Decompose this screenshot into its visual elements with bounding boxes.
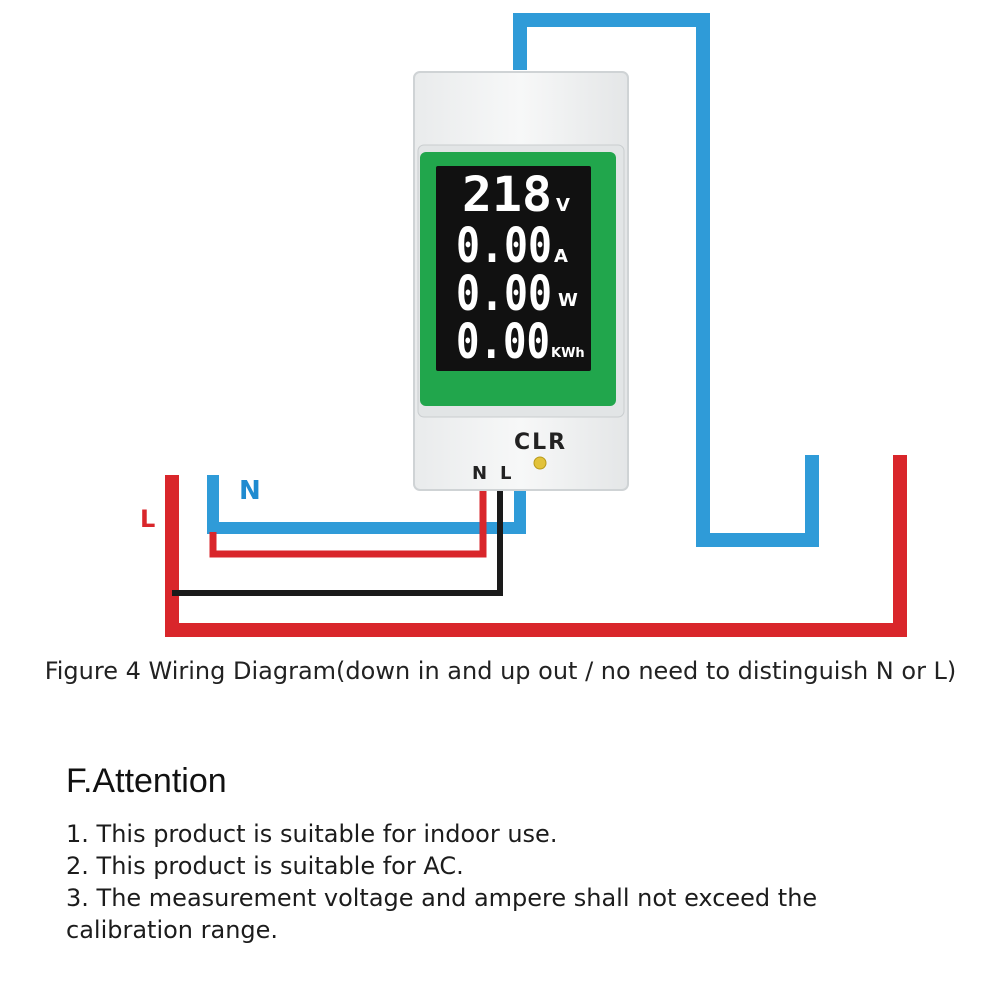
live-input-wire <box>209 485 487 558</box>
power-unit: W <box>558 290 578 311</box>
wiring-diagram: 218 V 0.00 A 0.00 W 0.00 KWh CLR N L N L <box>140 13 907 637</box>
attention-heading: F.Attention <box>66 762 227 800</box>
figure-caption: Figure 4 Wiring Diagram(down in and up o… <box>44 657 957 685</box>
attention-item-3: 3. The measurement voltage and ampere sh… <box>66 884 818 944</box>
wire-label-l: L <box>140 505 155 533</box>
terminal-n-label: N <box>472 463 487 484</box>
live-output-wire <box>165 455 907 637</box>
current-reading: 0.00 <box>456 218 552 274</box>
energy-unit: KWh <box>551 346 585 361</box>
attention-item-1: 1. This product is suitable for indoor u… <box>66 820 558 848</box>
clr-label: CLR <box>514 430 567 455</box>
load-wire <box>172 485 503 596</box>
current-unit: A <box>554 246 568 267</box>
attention-item-2: 2. This product is suitable for AC. <box>66 852 464 880</box>
clr-button[interactable] <box>533 456 547 470</box>
neutral-input-wire <box>207 475 526 534</box>
energy-reading: 0.00 <box>456 314 550 370</box>
voltage-reading: 218 <box>462 167 552 223</box>
neutral-output-wire <box>513 13 819 547</box>
terminal-l-label: L <box>500 463 511 484</box>
display-screen <box>436 166 591 371</box>
energy-meter: 218 V 0.00 A 0.00 W 0.00 KWh CLR N L <box>413 71 629 491</box>
attention-list: 1. This product is suitable for indoor u… <box>66 818 946 946</box>
power-reading: 0.00 <box>456 266 552 322</box>
voltage-unit: V <box>556 195 570 216</box>
wire-label-n: N <box>239 476 261 506</box>
